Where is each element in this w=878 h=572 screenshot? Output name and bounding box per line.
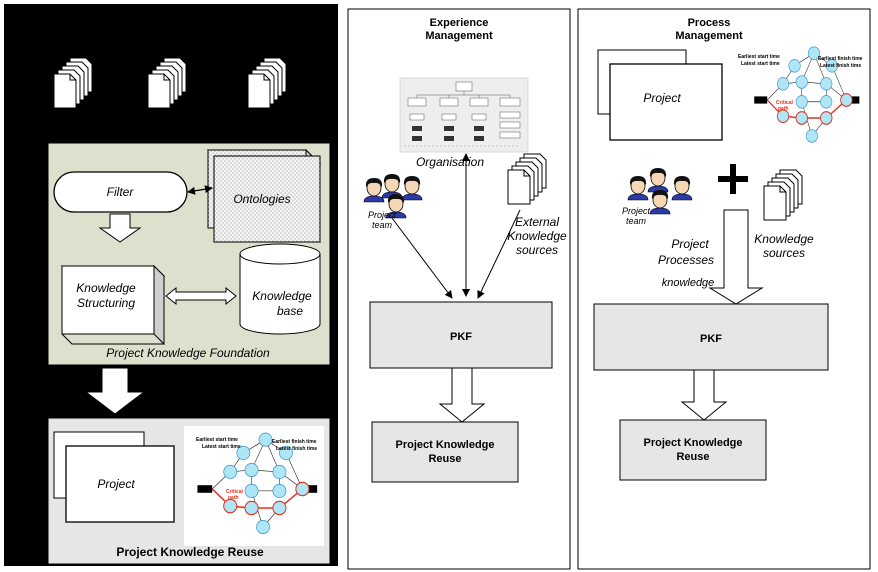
right-latest-start-label: Latest start time	[741, 61, 780, 67]
panel-left: Filter Ontologies Knowledge Structuring	[4, 4, 338, 566]
ontologies-label: Ontologies	[233, 192, 290, 206]
organisation-label: Organisation	[416, 155, 484, 169]
critical-path-line-1: Critical	[226, 489, 244, 495]
middle-pkf-box	[369, 301, 553, 369]
middle-title-line-1: Experience	[430, 17, 489, 29]
critical-path-line-2: path	[228, 495, 239, 501]
right-pkf-label: PKF	[700, 333, 722, 345]
external-line-2: Knowledge	[507, 229, 567, 243]
knowledge-base-line-1: Knowledge	[252, 289, 312, 303]
right-team-line-2: team	[626, 216, 647, 226]
earliest-finish-label: Earliest finish time	[272, 439, 317, 445]
filter-down-arrow	[98, 213, 142, 243]
right-team-line-1: Project	[622, 206, 651, 216]
knowledge-sources-line-2: sources	[763, 246, 805, 260]
right-project-label: Project	[643, 91, 681, 105]
panel-right: Process Management Project Earliest star…	[577, 8, 871, 570]
knowledge-base-cylinder: Knowledge base	[239, 243, 321, 335]
knowledge-sources-line-1: Knowledge	[754, 232, 814, 246]
right-title-line-1: Process	[688, 17, 731, 29]
panel-middle: Experience Management	[347, 8, 571, 570]
right-project-card: Project	[597, 49, 723, 141]
knowledge-base-line-2: base	[277, 304, 303, 318]
external-line-3: sources	[516, 243, 558, 257]
middle-team-line-1: Project	[368, 210, 397, 220]
ontologies-box: Ontologies	[206, 148, 322, 244]
foundation-caption: Project Knowledge Foundation	[106, 346, 270, 360]
right-reuse-box	[619, 419, 767, 481]
knowledge-structuring-line-2: Structuring	[77, 296, 135, 310]
middle-input-arrows	[391, 153, 521, 299]
right-critical-path-line-1: Critical	[776, 100, 794, 106]
right-earliest-finish-label: Earliest finish time	[818, 56, 863, 62]
middle-pkf-label: PKF	[450, 331, 472, 343]
middle-reuse-arrow	[438, 367, 486, 423]
org-chart-thumbnail	[399, 77, 529, 153]
external-line-1: External	[515, 215, 559, 229]
project-processes-line-3: knowledge	[662, 277, 715, 289]
foundation-to-reuse-arrow	[84, 367, 146, 415]
right-earliest-start-label: Earliest start time	[738, 54, 780, 60]
project-processes-line-2: Processes	[658, 253, 714, 267]
right-reuse-line-2: Reuse	[676, 451, 709, 463]
right-input-arrow	[708, 209, 764, 305]
right-title-line-2: Management	[675, 30, 743, 42]
right-pkf-box	[593, 303, 829, 371]
project-processes-line-1: Project	[671, 237, 709, 251]
right-reuse-line-1: Project Knowledge	[643, 437, 742, 449]
knowledge-structuring-line-1: Knowledge	[76, 281, 136, 295]
middle-reuse-line-2: Reuse	[428, 453, 461, 465]
middle-reuse-line-1: Project Knowledge	[395, 439, 494, 451]
filter-shape: Filter	[53, 171, 188, 213]
latest-start-label: Latest start time	[202, 444, 241, 450]
middle-reuse-box	[371, 421, 519, 483]
right-latest-finish-label: Latest finish time	[820, 63, 861, 69]
right-network-diagram: Earliest start time Latest start time Ea…	[738, 46, 863, 144]
middle-title-line-2: Management	[425, 30, 493, 42]
earliest-start-label: Earliest start time	[196, 437, 238, 443]
middle-team-line-2: team	[372, 220, 393, 230]
right-critical-path-line-2: path	[778, 106, 789, 112]
filter-label: Filter	[107, 185, 135, 199]
project-card: Project	[53, 431, 175, 523]
filter-ontologies-arrow	[187, 185, 213, 195]
structuring-base-arrow	[165, 286, 237, 306]
knowledge-structuring-box: Knowledge Structuring	[60, 264, 166, 346]
reuse-caption: Project Knowledge Reuse	[116, 545, 264, 559]
project-label: Project	[97, 477, 135, 491]
plus-icon	[718, 164, 748, 194]
right-reuse-arrow	[680, 369, 728, 421]
latest-finish-label: Latest finish time	[276, 446, 317, 452]
network-diagram: Earliest start time Latest start time Ea…	[184, 426, 324, 546]
